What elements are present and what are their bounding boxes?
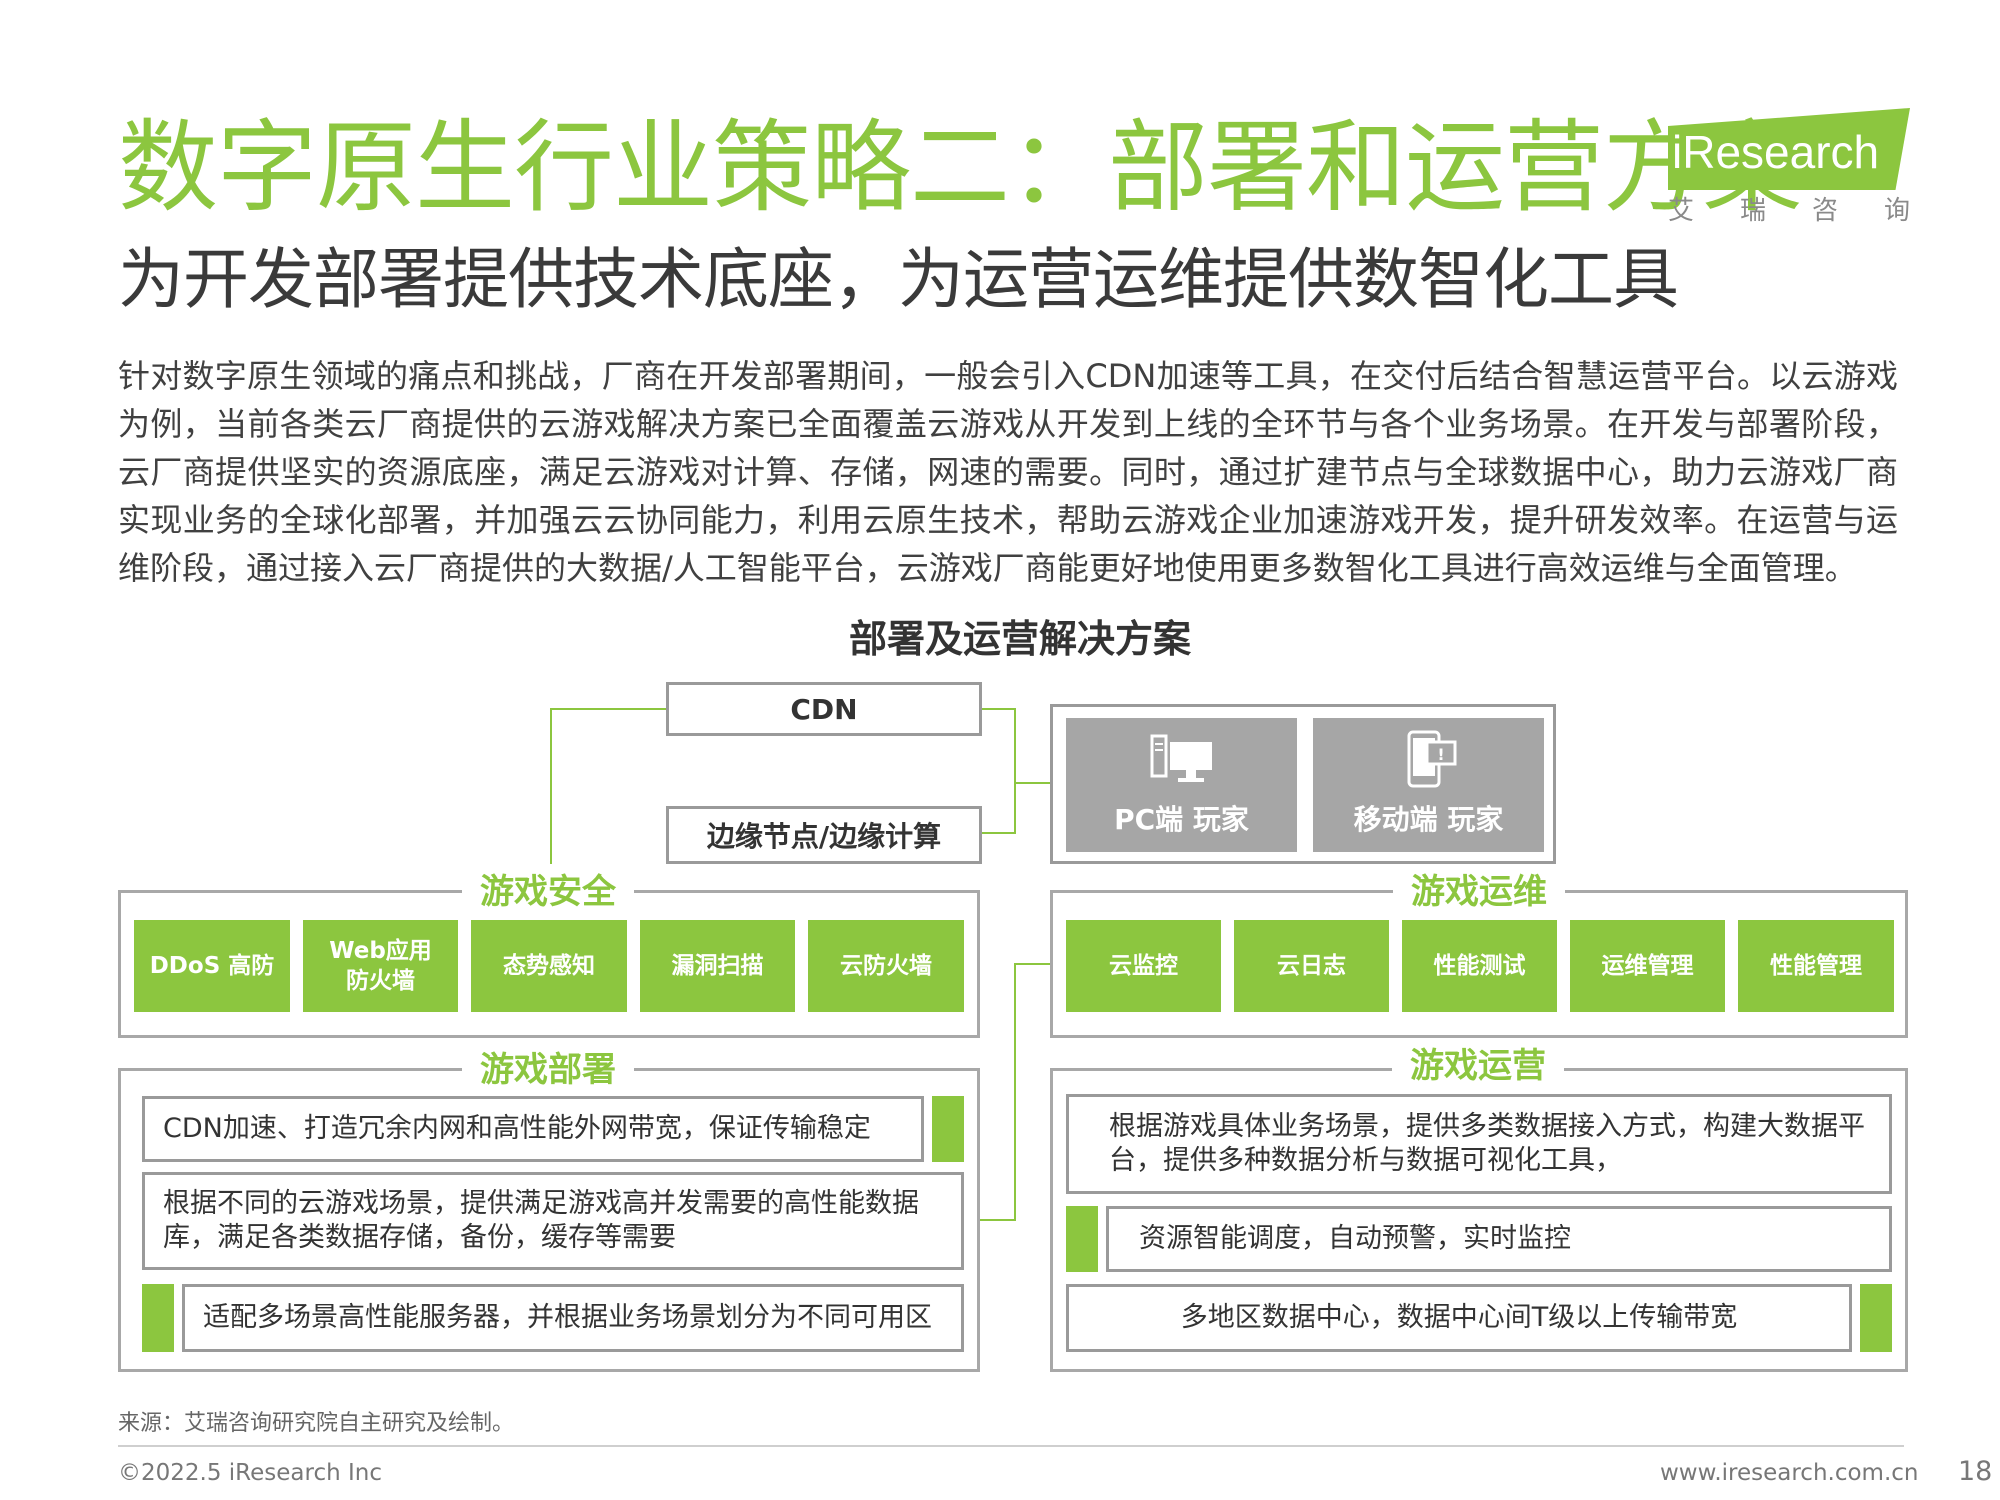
cloud-log-tile: 云日志 xyxy=(1234,920,1389,1012)
page-subtitle: 为开发部署提供技术底座，为运营运维提供数智化工具 xyxy=(118,241,1679,318)
logo-brand-text: iResearch xyxy=(1672,126,1880,178)
deployment-item: CDN加速、打造冗余内网和高性能外网带宽，保证传输稳定 xyxy=(142,1096,924,1162)
cloud-monitor-tile: 云监控 xyxy=(1066,920,1221,1012)
performance-test-tile: 性能测试 xyxy=(1402,920,1557,1012)
connector-line xyxy=(980,708,1016,710)
cloud-firewall-tile: 云防火墙 xyxy=(808,920,964,1012)
logo-char: 艾 xyxy=(1668,196,1695,226)
logo-char: 瑞 xyxy=(1739,196,1766,226)
vulnerability-scan-tile: 漏洞扫描 xyxy=(640,920,795,1012)
connector-line xyxy=(980,832,1016,834)
ops-management-tile: 运维管理 xyxy=(1570,920,1725,1012)
page-title: 数字原生行业策略二：部署和运营方案 xyxy=(118,109,1802,226)
maintenance-frame-title: 游戏运维 xyxy=(1393,870,1565,914)
deployment-item: 适配多场景高性能服务器，并根据业务场景划分为不同可用区 xyxy=(182,1284,964,1352)
pc-player-label: PC端 玩家 xyxy=(1114,803,1249,836)
copyright: ©2022.5 iResearch Inc xyxy=(118,1460,382,1486)
desktop-computer-icon xyxy=(1150,734,1212,782)
connector-line xyxy=(1014,782,1050,784)
web-app-firewall-tile: Web应用防火墙 xyxy=(303,920,458,1012)
accent-bar xyxy=(1066,1206,1098,1272)
logo-char: 询 xyxy=(1883,196,1910,226)
operations-item: 根据游戏具体业务场景，提供多类数据接入方式，构建大数据平台，提供多种数据分析与数… xyxy=(1066,1094,1892,1194)
player-panel xyxy=(1050,704,1556,864)
diagram-title: 部署及运营解决方案 xyxy=(848,617,1191,661)
accent-bar xyxy=(1860,1284,1892,1352)
accent-bar xyxy=(142,1284,174,1352)
operations-frame-title: 游戏运营 xyxy=(1392,1044,1564,1088)
pc-player-tile: PC端 玩家 xyxy=(1066,718,1297,852)
mobile-phone-icon: ! xyxy=(1407,730,1456,788)
intro-paragraph: 针对数字原生领域的痛点和挑战，厂商在开发部署期间，一般会引入CDN加速等工具，在… xyxy=(118,357,1898,587)
source-note: 来源：艾瑞咨询研究院自主研究及绘制。 xyxy=(118,1411,515,1436)
deployment-frame-title: 游戏部署 xyxy=(462,1048,634,1092)
connector-line xyxy=(550,708,552,864)
cdn-box: CDN xyxy=(666,682,982,736)
svg-text:!: ! xyxy=(1437,745,1444,764)
footer-divider xyxy=(118,1445,1904,1447)
connector-line xyxy=(1014,963,1050,965)
page-number: 18 xyxy=(1958,1456,1993,1487)
website-url: www.iresearch.com.cn xyxy=(1660,1460,1919,1486)
accent-bar xyxy=(932,1096,964,1162)
ddos-protection-tile: DDoS 高防 xyxy=(134,920,290,1012)
connector-line xyxy=(550,708,667,710)
edge-computing-box: 边缘节点/边缘计算 xyxy=(666,806,982,864)
logo-char: 咨 xyxy=(1811,196,1838,226)
mobile-player-tile: ! 移动端 玩家 xyxy=(1313,718,1544,852)
deployment-item: 根据不同的云游戏场景，提供满足游戏高并发需要的高性能数据库，满足各类数据存储，备… xyxy=(142,1172,964,1270)
logo-chinese-name: 艾 瑞 咨 询 xyxy=(1668,194,1910,228)
connector-line xyxy=(978,1219,1016,1221)
performance-management-tile: 性能管理 xyxy=(1738,920,1894,1012)
iresearch-logo: iResearch 艾 瑞 咨 询 xyxy=(1660,108,1910,228)
security-frame-title: 游戏安全 xyxy=(462,870,634,914)
operations-item: 资源智能调度，自动预警，实时监控 xyxy=(1106,1206,1892,1272)
mobile-player-label: 移动端 玩家 xyxy=(1353,803,1504,836)
operations-item: 多地区数据中心，数据中心间T级以上传输带宽 xyxy=(1066,1284,1852,1352)
connector-line xyxy=(1014,708,1016,834)
connector-line xyxy=(1014,963,1016,1221)
situational-awareness-tile: 态势感知 xyxy=(471,920,627,1012)
